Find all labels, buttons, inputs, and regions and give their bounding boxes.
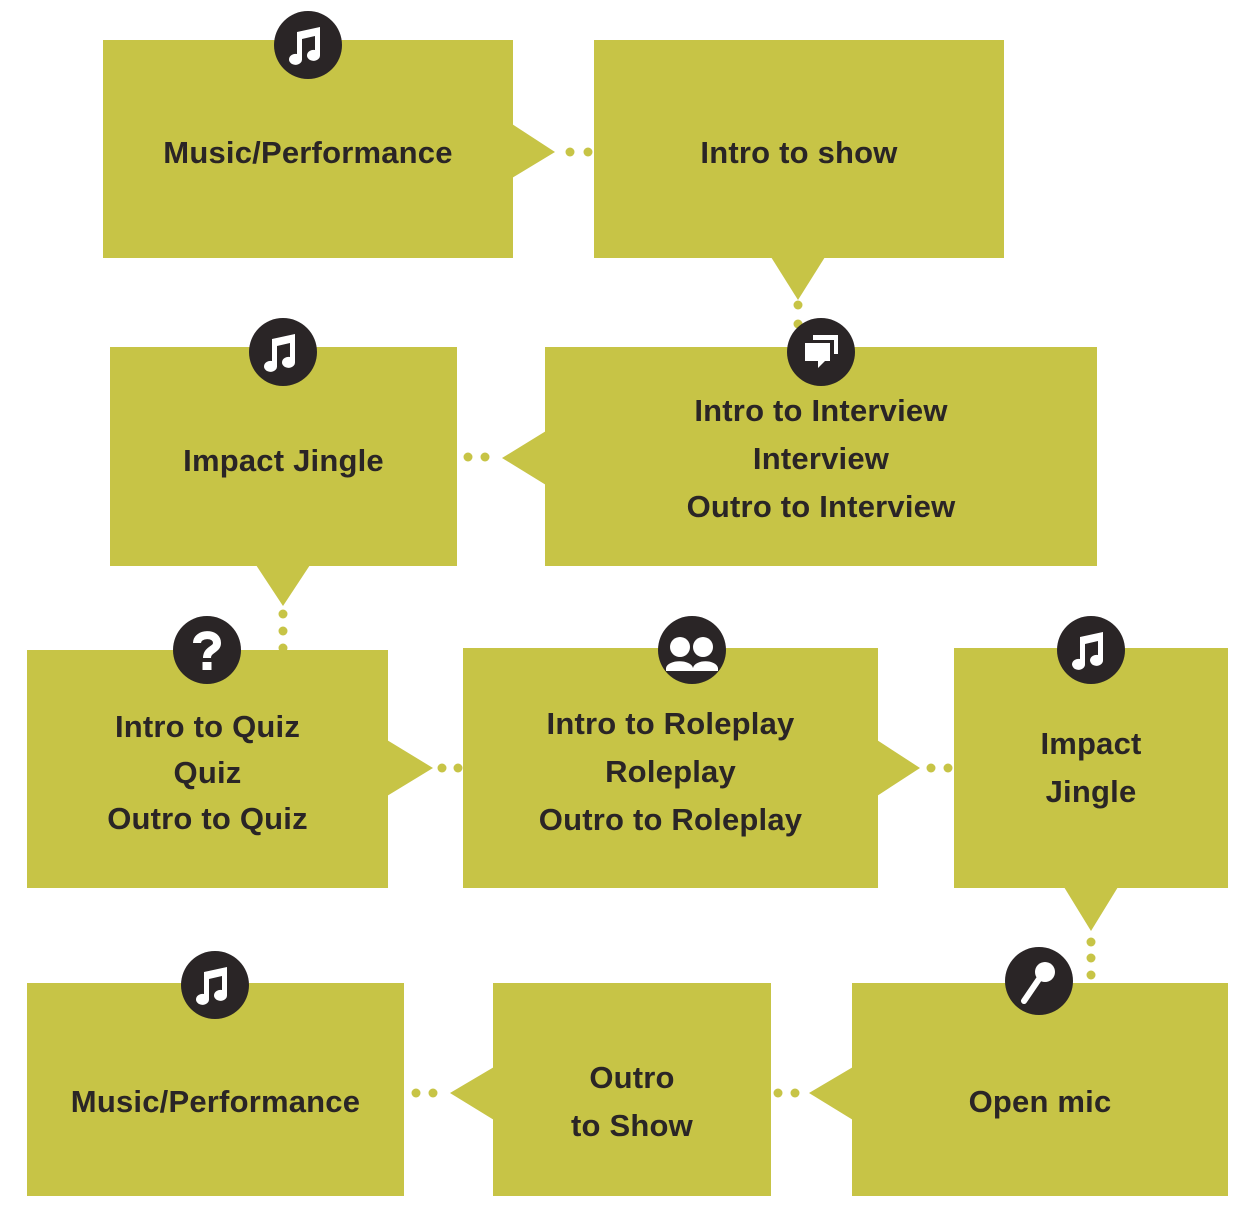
node-label-line: Outro to Interview — [686, 488, 956, 524]
connector-dot — [926, 763, 936, 773]
node-open-mic: Open mic — [852, 983, 1228, 1196]
node-impact-jingle-2: Impact Jingle — [954, 648, 1228, 888]
question-mark-icon — [173, 616, 241, 684]
connector-dot — [463, 452, 473, 462]
node-label-line: Impact — [1040, 726, 1142, 761]
connector-dot — [278, 609, 288, 619]
node-label-line: Interview — [752, 440, 890, 476]
pointer-arrow — [512, 124, 555, 178]
node-label-line: Jingle — [1045, 774, 1137, 809]
connector-dot — [943, 763, 953, 773]
node-label-line: Intro to Interview — [694, 392, 948, 428]
pointer-arrow — [877, 740, 920, 796]
pointer-arrow — [502, 431, 546, 485]
node-label-line: Outro to Roleplay — [538, 802, 803, 837]
pointer-arrow — [1064, 887, 1118, 931]
music-note-icon — [274, 11, 342, 79]
node-label-line: Intro to Quiz — [114, 709, 301, 744]
node-outro-to-show: Outro to Show — [493, 983, 771, 1196]
connector-dot — [790, 1088, 800, 1098]
node-quiz: Intro to Quiz Quiz Outro to Quiz — [27, 650, 388, 888]
node-impact-jingle-1: Impact Jingle — [110, 347, 457, 566]
node-label-line: to Show — [571, 1107, 693, 1143]
node-label-line: Outro — [589, 1059, 675, 1095]
connector-dot — [437, 763, 447, 773]
people-icon — [658, 616, 726, 684]
node-label-line: Roleplay — [605, 754, 736, 789]
node-label-line: Music/Performance — [163, 135, 453, 170]
connector-dot — [565, 147, 575, 157]
node-label-line: Music/Performance — [70, 1083, 361, 1119]
pointer-arrow — [387, 740, 433, 796]
connector-dot — [453, 763, 463, 773]
connector-dot — [583, 147, 593, 157]
microphone-icon — [1005, 947, 1073, 1015]
connector-dot — [278, 626, 288, 636]
connector-dot — [411, 1088, 421, 1098]
pointer-arrow — [256, 565, 310, 606]
connector-dot — [1086, 953, 1096, 963]
node-label-line: Open mic — [968, 1083, 1112, 1119]
node-intro-to-show: Intro to show — [594, 40, 1004, 258]
node-label-line: Intro to show — [700, 135, 898, 170]
connector-dot — [793, 300, 803, 310]
music-note-icon — [181, 951, 249, 1019]
connector-dot — [1086, 970, 1096, 980]
pointer-arrow — [809, 1067, 853, 1120]
music-note-icon — [249, 318, 317, 386]
connector-dot — [480, 452, 490, 462]
node-roleplay: Intro to Roleplay Roleplay Outro to Role… — [463, 648, 878, 888]
node-label-line: Intro to Roleplay — [546, 706, 795, 741]
node-label-line: Quiz — [173, 755, 242, 790]
node-label-line: Outro to Quiz — [107, 801, 308, 836]
pointer-arrow — [450, 1067, 494, 1120]
pointer-arrow — [771, 257, 825, 300]
speech-bubbles-icon — [787, 318, 855, 386]
connector-dot — [1086, 937, 1096, 947]
node-label-line: Impact Jingle — [183, 442, 384, 478]
music-note-icon — [1057, 616, 1125, 684]
connector-dot — [428, 1088, 438, 1098]
connector-dot — [773, 1088, 783, 1098]
